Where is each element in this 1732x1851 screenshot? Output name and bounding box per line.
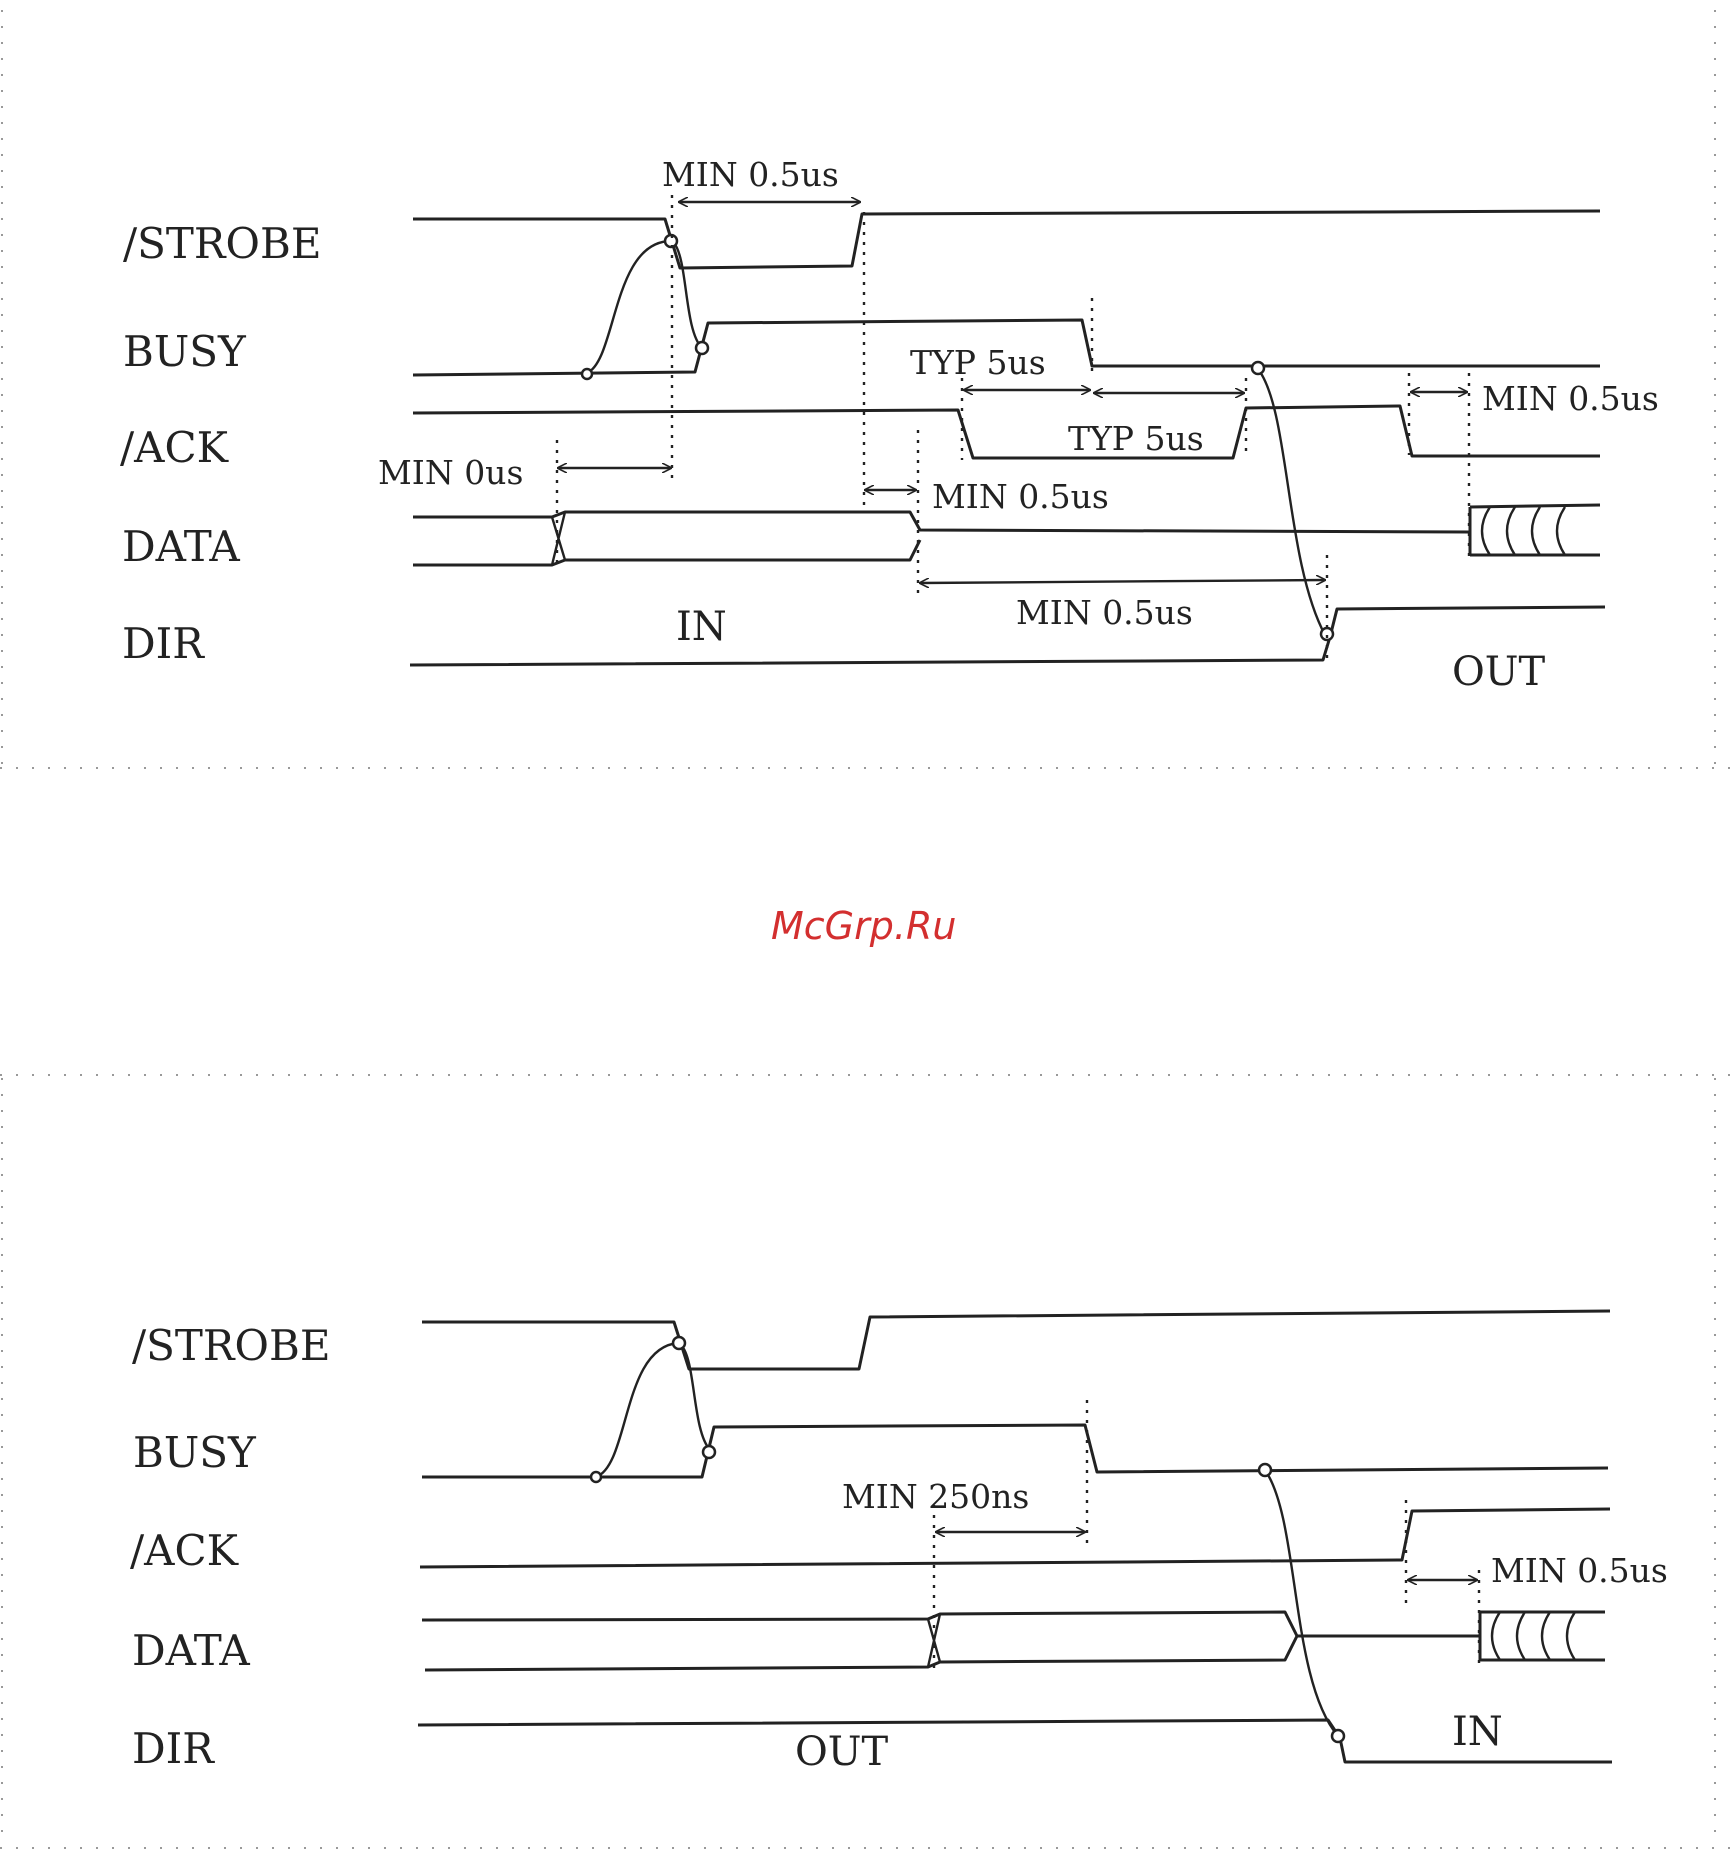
bottom-label-dir: DIR bbox=[132, 1724, 215, 1773]
top-node-3 bbox=[696, 342, 708, 354]
top-arrow-dir-delay bbox=[920, 580, 1325, 583]
top-dir-in-label: IN bbox=[676, 604, 727, 650]
bottom-node-1 bbox=[591, 1472, 601, 1482]
top-ann-strobe-width: MIN 0.5us bbox=[662, 155, 839, 194]
bottom-dir-out-label: OUT bbox=[795, 1729, 889, 1775]
top-data-cross bbox=[552, 512, 565, 565]
bottom-data-waveform-lower bbox=[425, 1636, 1297, 1670]
top-data-out-hatch bbox=[1482, 507, 1565, 555]
top-label-ack: /ACK bbox=[120, 423, 230, 472]
bottom-ann-data-busy: MIN 250ns bbox=[842, 1477, 1029, 1516]
top-node-1 bbox=[582, 369, 592, 379]
bottom-curve-strobe-busy bbox=[596, 1343, 679, 1477]
bottom-ann-ack-in: MIN 0.5us bbox=[1491, 1551, 1668, 1590]
bottom-dir-in-label: IN bbox=[1452, 1709, 1503, 1755]
top-ann-dir-delay: MIN 0.5us bbox=[1016, 593, 1193, 632]
bottom-data-cross bbox=[928, 1614, 940, 1667]
top-dir-waveform bbox=[410, 607, 1605, 665]
bottom-node-5 bbox=[1332, 1730, 1344, 1742]
bottom-timing-diagram: /STROBE BUSY /ACK DATA DIR bbox=[130, 1311, 1668, 1775]
bottom-label-ack: /ACK bbox=[130, 1526, 240, 1575]
top-ann-ack-out: MIN 0.5us bbox=[1482, 379, 1659, 418]
watermark-text: McGrp.Ru bbox=[771, 904, 956, 948]
bottom-node-4 bbox=[1259, 1464, 1271, 1476]
bottom-node-2 bbox=[673, 1337, 685, 1349]
top-node-4 bbox=[1252, 362, 1264, 374]
top-strobe-waveform bbox=[413, 211, 1600, 268]
bottom-dir-waveform bbox=[418, 1720, 1612, 1762]
top-timing-diagram: /STROBE BUSY /ACK DATA DIR bbox=[120, 155, 1659, 695]
top-data-waveform-lower bbox=[413, 540, 920, 565]
bottom-label-strobe: /STROBE bbox=[132, 1321, 331, 1370]
top-ann-data-hold: MIN 0.5us bbox=[932, 477, 1109, 516]
bottom-node-3 bbox=[703, 1446, 715, 1458]
bottom-data-in-hatch bbox=[1492, 1612, 1575, 1660]
top-label-strobe: /STROBE bbox=[123, 219, 322, 268]
top-label-data: DATA bbox=[122, 522, 240, 571]
top-curve-strobe-busy bbox=[587, 241, 672, 373]
bottom-busy-waveform bbox=[422, 1425, 1608, 1477]
bottom-strobe-waveform bbox=[422, 1311, 1610, 1369]
top-label-dir: DIR bbox=[122, 619, 205, 668]
top-dir-out-label: OUT bbox=[1452, 649, 1546, 695]
bottom-label-data: DATA bbox=[132, 1626, 250, 1675]
top-ack-waveform bbox=[413, 406, 1600, 458]
bottom-ack-waveform bbox=[420, 1509, 1610, 1567]
top-label-busy: BUSY bbox=[123, 327, 247, 376]
top-ann-ack-width: TYP 5us bbox=[1068, 419, 1204, 458]
bottom-data-waveform-upper bbox=[422, 1612, 1480, 1636]
top-node-5 bbox=[1321, 628, 1333, 640]
bottom-curve-busy-dir bbox=[1265, 1470, 1338, 1736]
top-ann-data-setup: MIN 0us bbox=[378, 453, 523, 492]
bottom-label-busy: BUSY bbox=[133, 1428, 257, 1477]
top-ann-busy-ack: TYP 5us bbox=[910, 343, 1046, 382]
